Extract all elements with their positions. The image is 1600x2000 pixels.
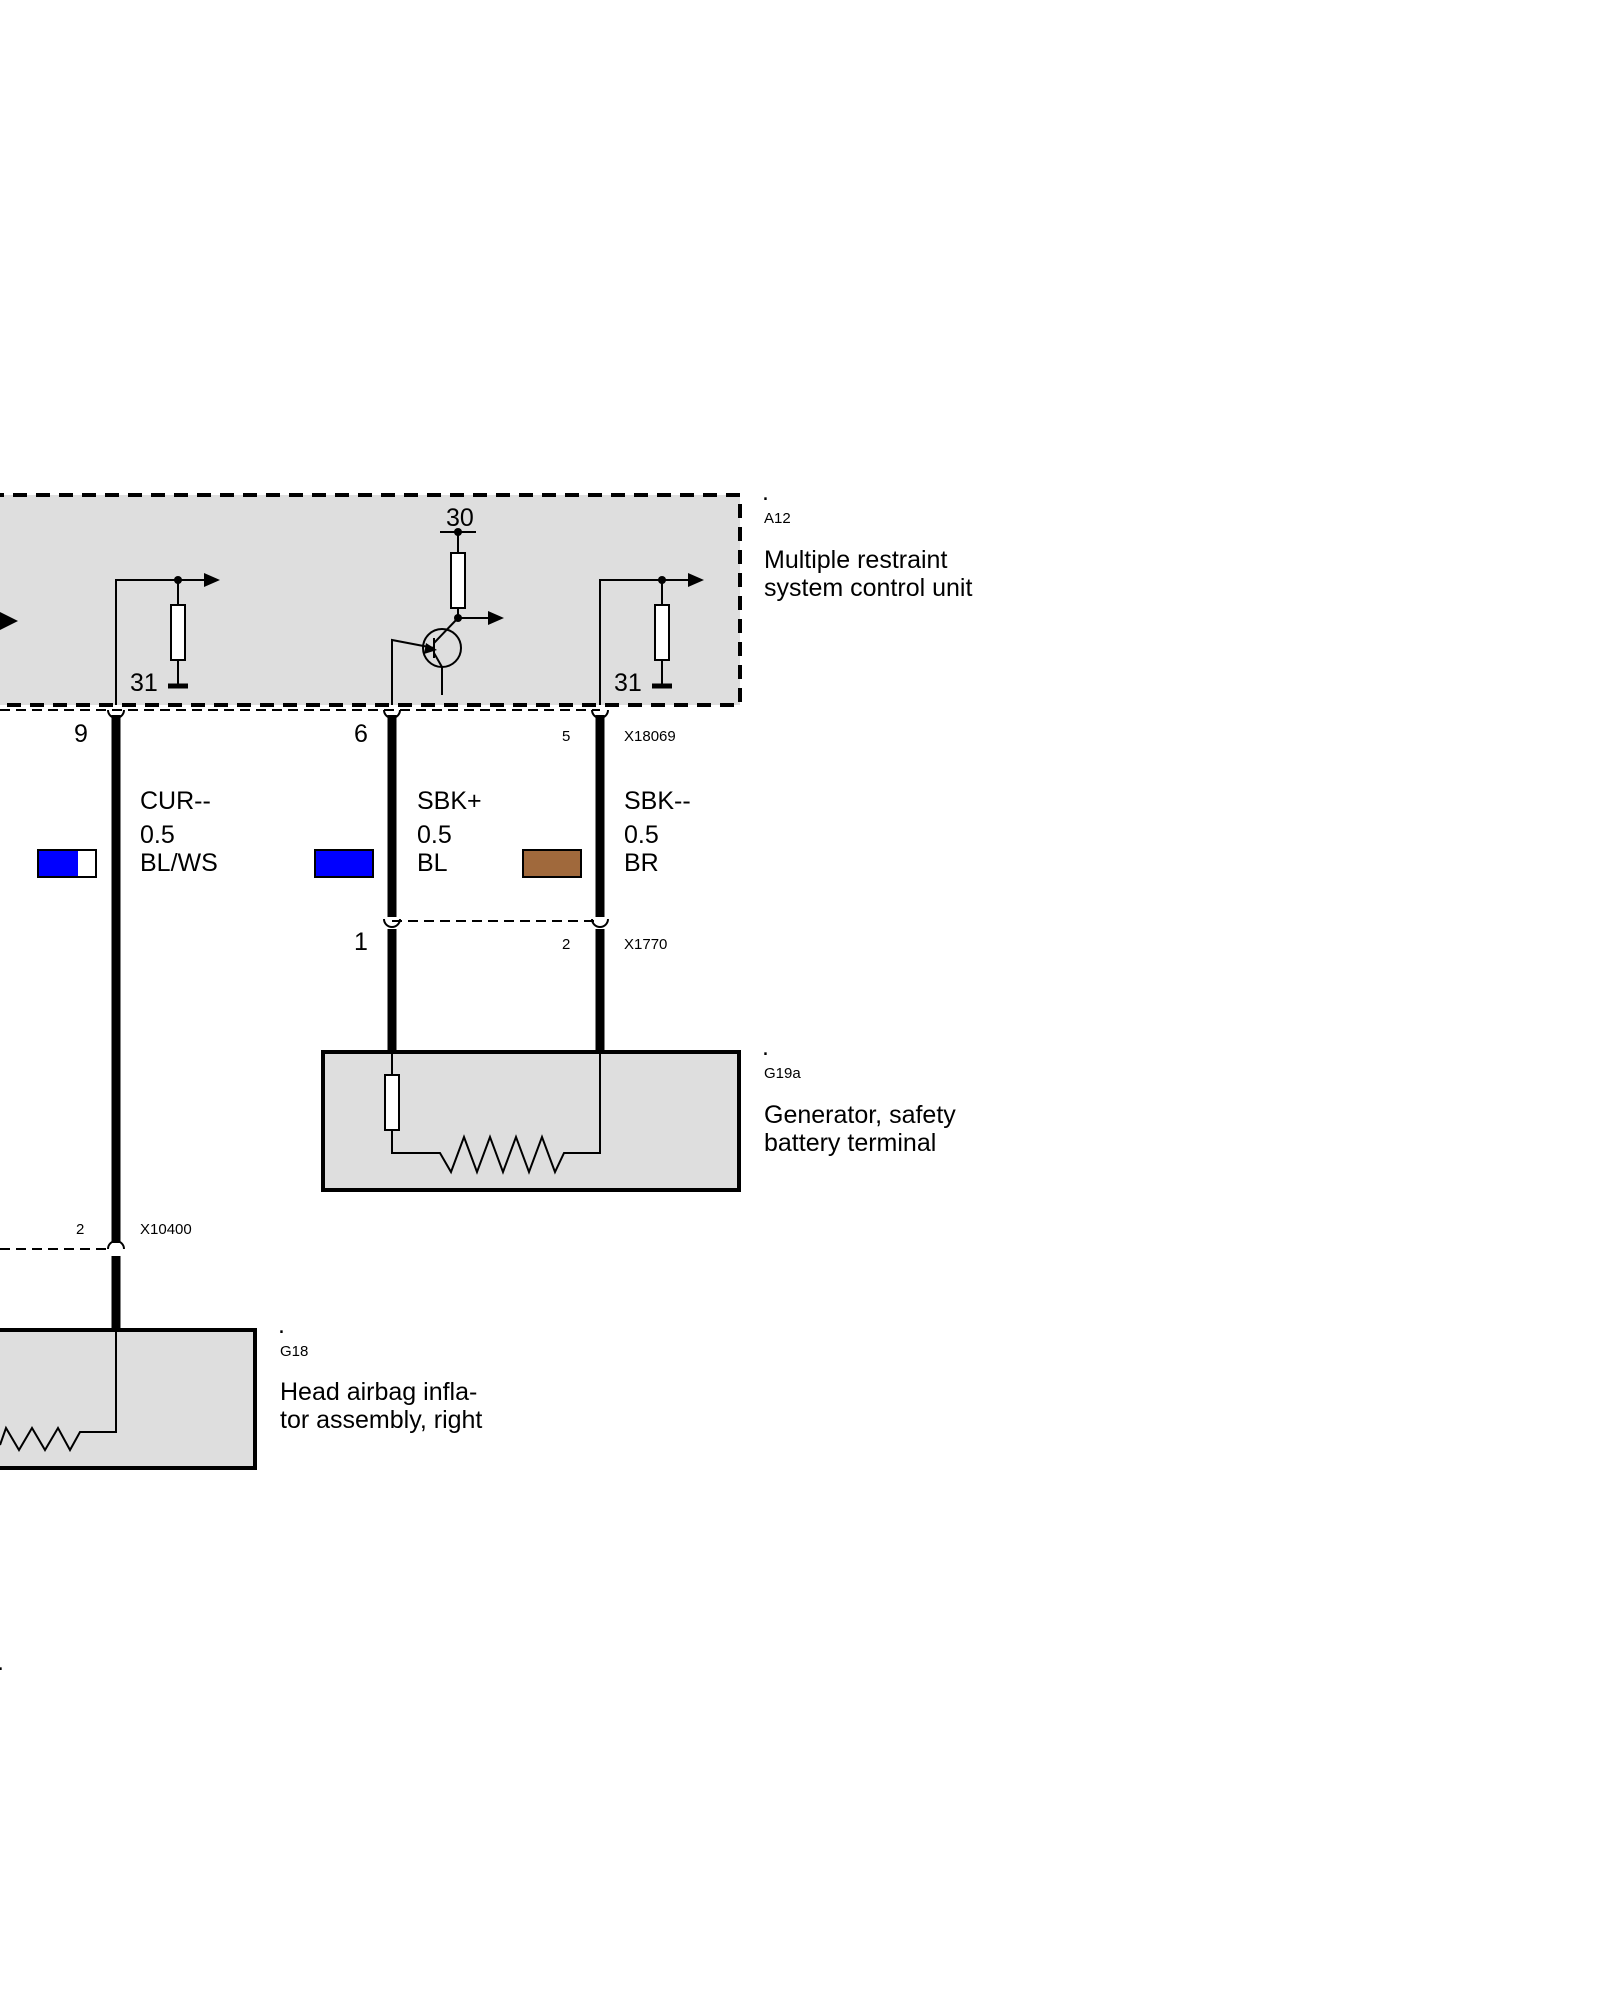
wire-sbk-plus-gauge: 0.5 [417, 821, 452, 849]
g18-name-line1: Head airbag infla- [280, 1378, 477, 1406]
pin-2-socket [591, 918, 609, 928]
g19a-name-line2: battery terminal [764, 1129, 936, 1157]
pin-2-label: 2 [562, 936, 570, 953]
wire-sbk-minus-signal: SBK-- [624, 787, 691, 815]
arrow-icon [488, 611, 504, 625]
control-unit-a12: 30 31 31 [0, 493, 742, 707]
arrow-icon [204, 573, 220, 587]
wire-sbk-plus-color: BL [417, 849, 448, 877]
swatch-bl-ws [37, 849, 97, 878]
resistor-icon [450, 552, 466, 609]
resistor-icon [170, 604, 186, 661]
wire-sbk-plus-signal: SBK+ [417, 787, 482, 815]
connector-x10400-id: X10400 [140, 1221, 192, 1238]
output-arrow-icon [0, 612, 18, 630]
terminal-30-label: 30 [446, 504, 474, 532]
g19a-name-line1: Generator, safety [764, 1101, 956, 1129]
resistor-icon [384, 1074, 400, 1131]
wire-cur-color: BL/WS [140, 849, 218, 877]
g19a-dot: . [762, 1033, 769, 1061]
a12-name-line2: system control unit [764, 574, 972, 602]
a12-ref: A12 [764, 510, 791, 527]
inflator-g18 [0, 1328, 257, 1470]
pulldown-circuit-left [115, 573, 220, 705]
wire-cur-gauge: 0.5 [140, 821, 175, 849]
swatch-br [522, 849, 582, 878]
wire-sbk-minus-gauge: 0.5 [624, 821, 659, 849]
control-unit-housing [0, 493, 742, 707]
ground-31-label-left: 31 [130, 669, 158, 697]
g18-housing [0, 1328, 257, 1470]
wire-sbk-minus-color: BR [624, 849, 659, 877]
pin-1-socket [383, 918, 401, 928]
g18-dot: . [278, 1311, 285, 1339]
g19a-ref: G19a [764, 1065, 801, 1082]
swatch-bl [314, 849, 374, 878]
ground-31-label-right: 31 [614, 669, 642, 697]
connector-x18069: 9 6 5 X18069 [0, 709, 676, 748]
transistor-circuit [391, 528, 504, 705]
wire-cur-signal: CUR-- [140, 787, 211, 815]
heating-coil-icon [391, 1052, 601, 1175]
pulldown-circuit-right [599, 573, 704, 705]
generator-g19a [321, 1050, 741, 1192]
pin-6-label: 6 [354, 720, 368, 748]
pin-2-socket [107, 1240, 125, 1250]
page-mark: . [0, 1648, 4, 1676]
connector-x1770: 1 2 X1770 [354, 918, 667, 956]
resistor-icon [654, 604, 670, 661]
connector-x1770-id: X1770 [624, 936, 667, 953]
heating-coil-icon [0, 1330, 117, 1453]
connector-x18069-id: X18069 [624, 728, 676, 745]
pin-2-label: 2 [76, 1221, 84, 1238]
g18-name-line2: tor assembly, right [280, 1406, 482, 1434]
g18-ref: G18 [280, 1343, 308, 1360]
pin-5-label: 5 [562, 728, 570, 745]
arrow-icon [688, 573, 704, 587]
pin-1-label: 1 [354, 928, 368, 956]
a12-name-line1: Multiple restraint [764, 546, 947, 574]
a12-dot: . [762, 478, 769, 506]
connector-x10400: 2 X10400 [0, 1221, 192, 1250]
pin-9-label: 9 [74, 720, 88, 748]
